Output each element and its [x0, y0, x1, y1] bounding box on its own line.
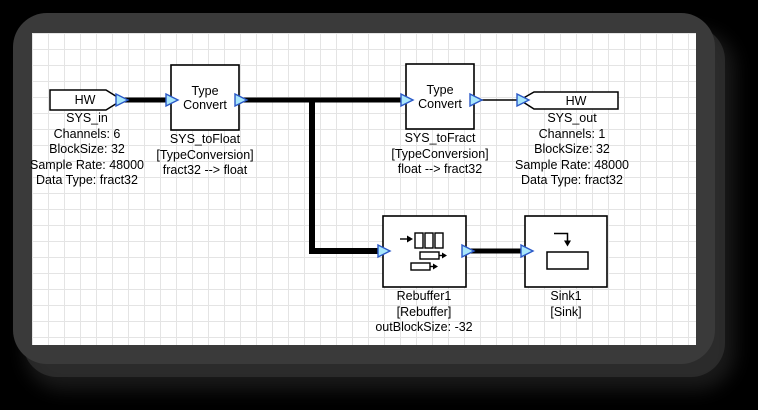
- tofract-label-line1: Type: [426, 82, 454, 97]
- sink-icon: [546, 232, 589, 270]
- tofract-type: [TypeConversion]: [391, 146, 489, 161]
- sys-in-blocksize: BlockSize: 32: [49, 142, 125, 156]
- rebuffer1-detail: outBlockSize: -32: [375, 320, 473, 334]
- sys-tofract-caption: SYS_toFract [TypeConversion] float --> f…: [391, 131, 488, 178]
- sys-out-datatype: Data Type: fract32: [521, 173, 623, 187]
- rebuffer1-caption: Rebuffer1 [Rebuffer] outBlockSize: -32: [375, 289, 472, 336]
- sink1-type: [Sink]: [550, 304, 582, 319]
- sys-tofract-label: Type Convert: [406, 64, 474, 129]
- tofloat-type: [TypeConversion]: [156, 147, 254, 162]
- screenshot-frame: HW Type Convert Type Convert HW SYS_in C…: [13, 13, 715, 364]
- port-rebuffer-input[interactable]: [377, 243, 392, 259]
- port-tofract-input[interactable]: [400, 92, 415, 108]
- tofloat-label-line1: Type: [191, 83, 219, 98]
- sys-out-blocksize: BlockSize: 32: [534, 142, 610, 156]
- sys-out-hw-label: HW: [534, 92, 618, 110]
- sys-in-samplerate: Sample Rate: 48000: [30, 157, 144, 172]
- diagram-svg: [49, 63, 619, 288]
- sys-in-datatype: Data Type: fract32: [36, 173, 138, 187]
- sys-out-channels: Channels: 1: [538, 126, 606, 141]
- sys-out-samplerate: Sample Rate: 48000: [515, 157, 629, 172]
- sys-in-hw-label: HW: [50, 90, 120, 110]
- port-sys-in-output[interactable]: [115, 92, 130, 108]
- sys-in-hw-text: HW: [74, 93, 96, 107]
- block-sys-out[interactable]: [518, 91, 619, 110]
- sys-in-caption: SYS_in Channels: 6 BlockSize: 32 Sample …: [30, 111, 144, 189]
- rebuffer-icon: [400, 232, 447, 271]
- sink1-caption: Sink1 [Sink]: [550, 289, 581, 320]
- port-sys-out-input[interactable]: [516, 92, 531, 108]
- port-rebuffer-output[interactable]: [461, 243, 476, 259]
- tofract-label-line2: Convert: [418, 96, 462, 111]
- sys-in-channels: Channels: 6: [53, 126, 121, 141]
- block-sys-tofract[interactable]: [405, 63, 475, 130]
- wire-branch-to-rebuffer[interactable]: [309, 98, 382, 254]
- diagram-canvas[interactable]: HW Type Convert Type Convert HW SYS_in C…: [30, 33, 696, 345]
- sys-tofloat-caption: SYS_toFloat [TypeConversion] fract32 -->…: [156, 132, 253, 179]
- port-tofract-output[interactable]: [469, 92, 484, 108]
- port-sink-input[interactable]: [520, 243, 535, 259]
- port-tofloat-input[interactable]: [165, 92, 180, 108]
- sink1-name: Sink1: [550, 289, 582, 303]
- tofract-detail: float --> fract32: [397, 162, 483, 176]
- tofloat-label-line2: Convert: [183, 97, 227, 112]
- sys-tofloat-label: Type Convert: [171, 65, 239, 130]
- tofloat-name: SYS_toFloat: [169, 132, 241, 146]
- tofloat-detail: fract32 --> float: [162, 163, 248, 177]
- tofract-name: SYS_toFract: [404, 131, 476, 145]
- sys-out-hw-text: HW: [565, 94, 587, 108]
- sys-out-caption: SYS_out Channels: 1 BlockSize: 32 Sample…: [515, 111, 629, 189]
- rebuffer1-type: [Rebuffer]: [396, 304, 452, 319]
- block-sys-in[interactable]: [49, 89, 124, 111]
- sys-in-name: SYS_in: [66, 111, 108, 125]
- port-tofloat-output[interactable]: [234, 92, 249, 108]
- rebuffer1-name: Rebuffer1: [396, 289, 452, 303]
- sys-out-name: SYS_out: [547, 111, 597, 125]
